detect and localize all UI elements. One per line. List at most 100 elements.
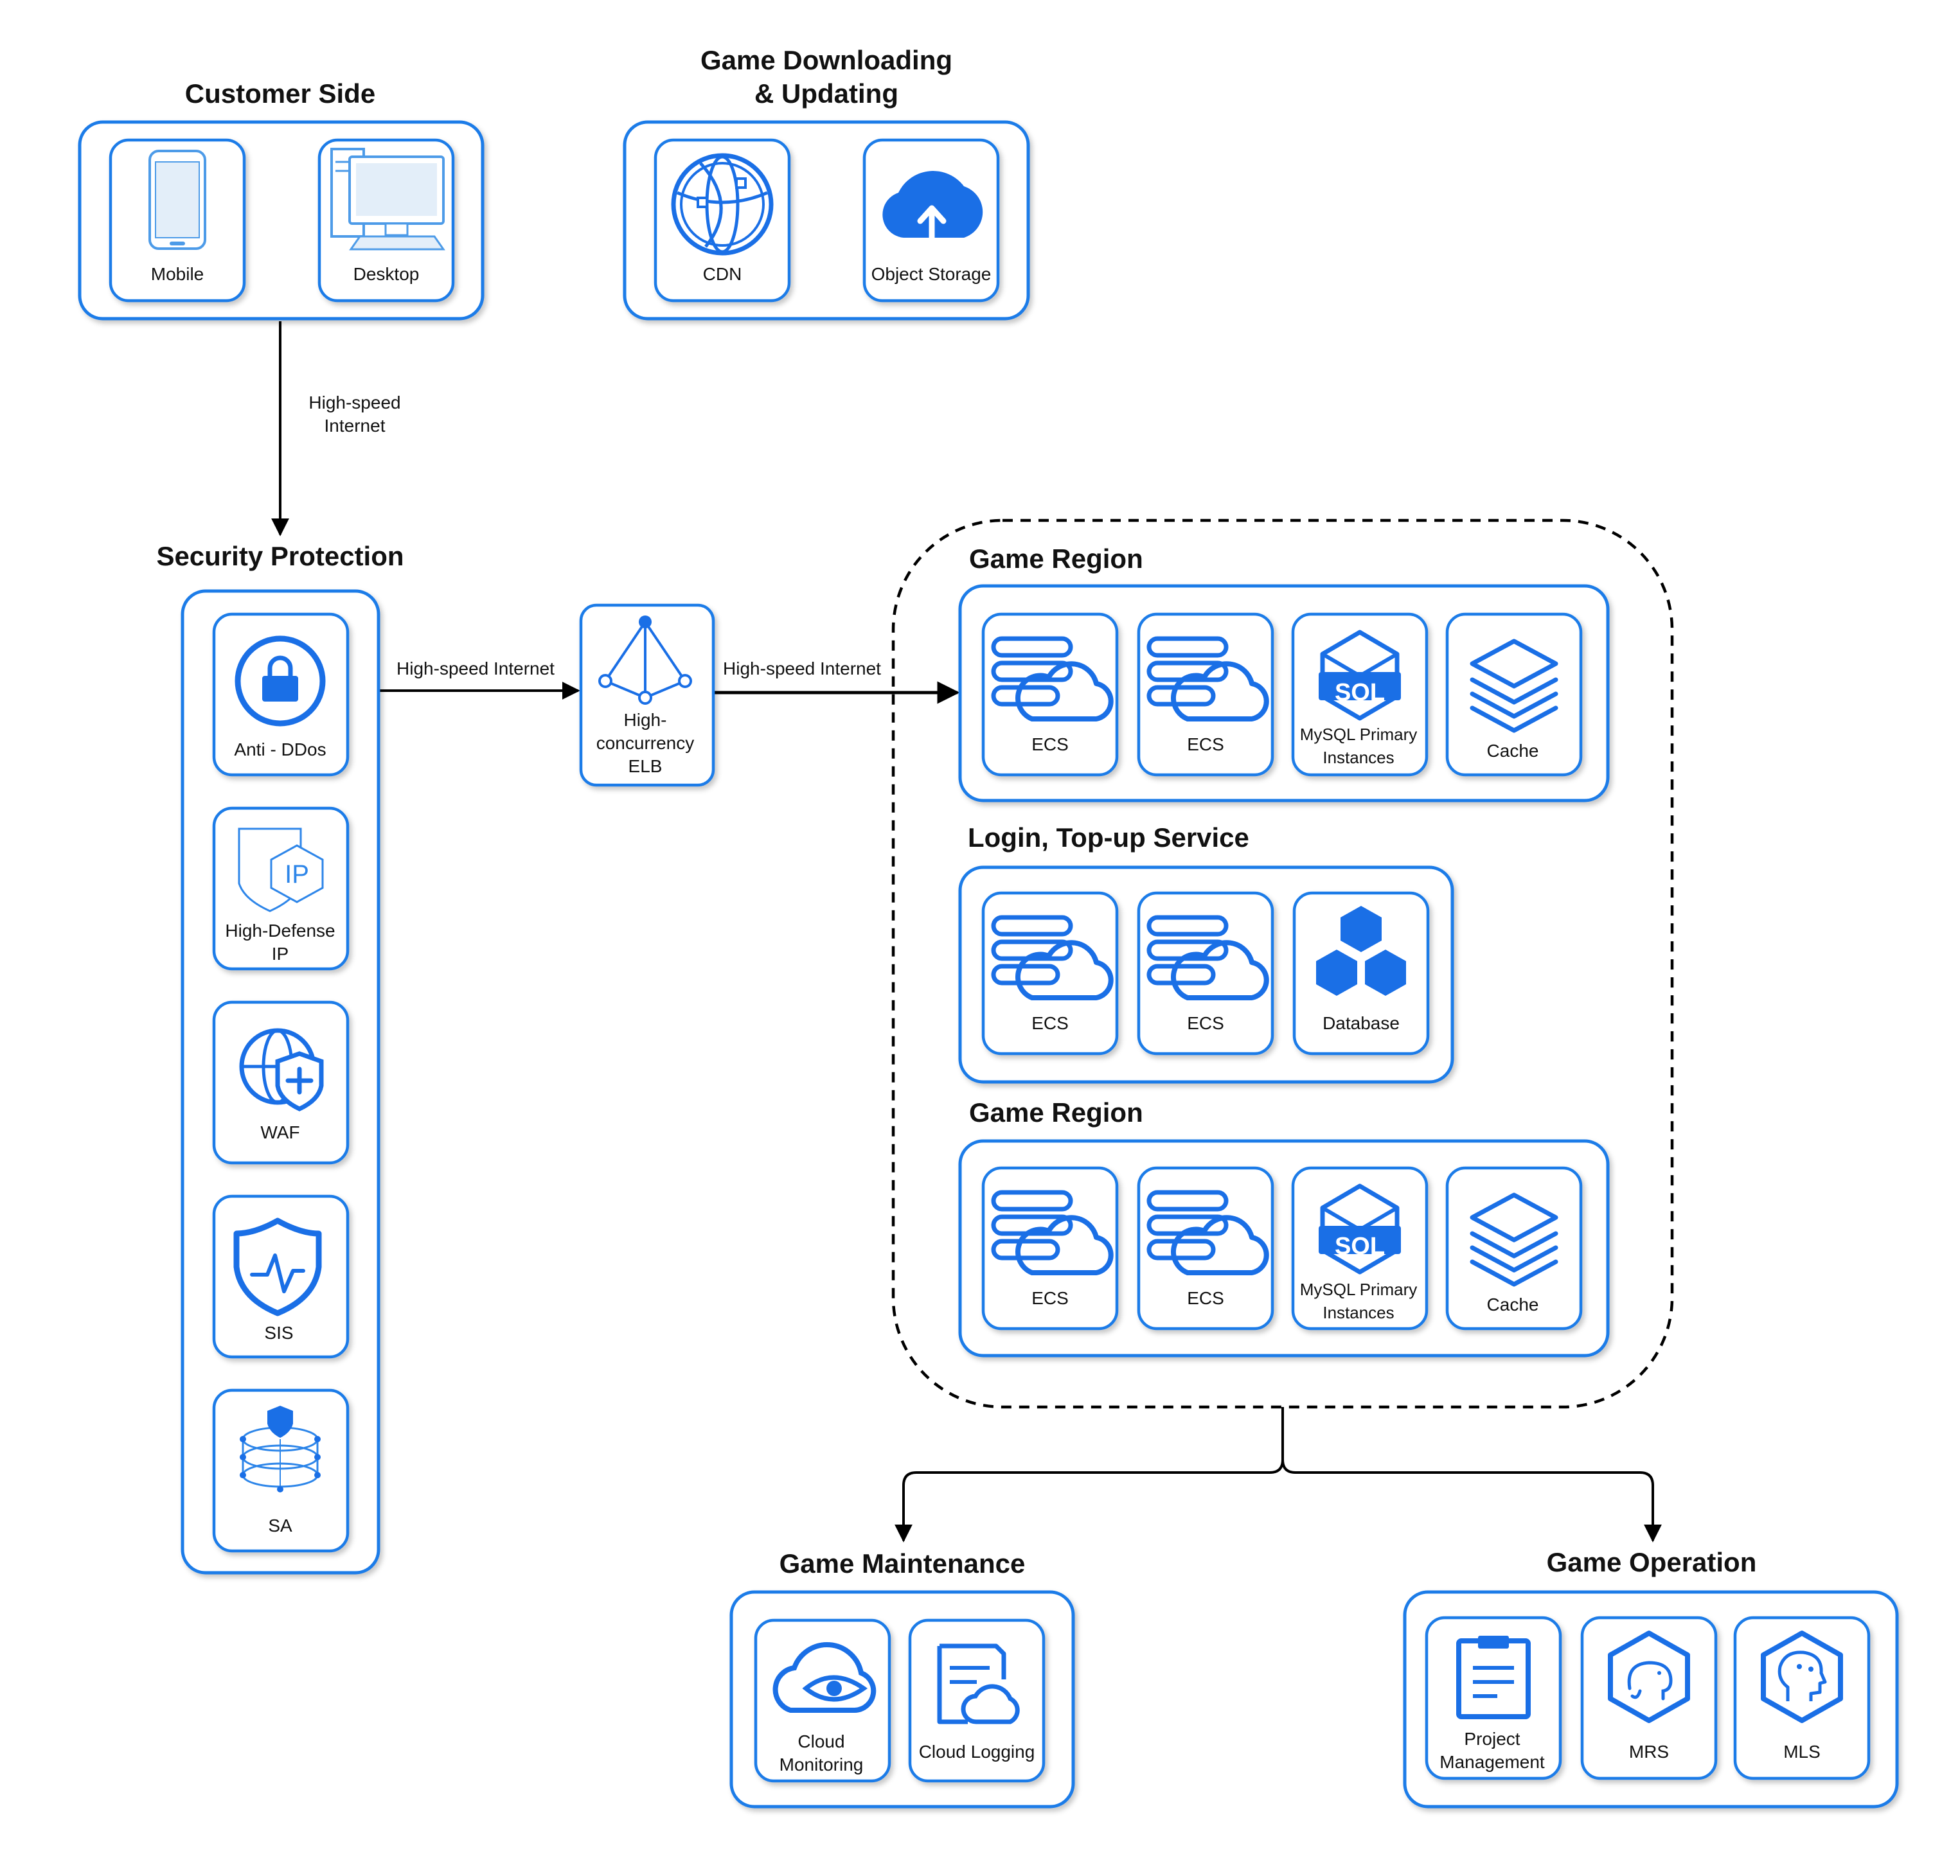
node-label-line1: MySQL Primary: [1300, 1280, 1418, 1299]
node-label-line2: Monitoring: [780, 1755, 864, 1774]
node-cloud-logging[interactable]: Cloud Logging: [908, 1618, 1046, 1783]
group-game-maintenance: Game Maintenance Cloud Monitoring Cloud …: [729, 1548, 1075, 1809]
globe-network-icon: [671, 153, 774, 256]
group-title: Game Operation: [1547, 1547, 1757, 1577]
node-mysql[interactable]: SQL MySQL Primary Instances: [1291, 612, 1429, 777]
node-ecs[interactable]: ECS: [981, 612, 1119, 777]
node-label: Cache: [1487, 1295, 1539, 1314]
node-label: MLS: [1783, 1742, 1821, 1762]
node-anti-ddos[interactable]: Anti - DDos: [212, 612, 350, 777]
group-title: Game Maintenance: [780, 1548, 1026, 1579]
node-label: Database: [1323, 1013, 1400, 1033]
node-label-line1: Project: [1464, 1729, 1520, 1749]
shield-ip-icon: IP: [238, 827, 324, 912]
node-ecs[interactable]: ECS: [1137, 1166, 1274, 1331]
group-title-line1: Game Downloading: [700, 45, 952, 75]
node-cloud-monitoring[interactable]: Cloud Monitoring: [754, 1618, 891, 1783]
node-ecs[interactable]: ECS: [1137, 891, 1274, 1056]
node-label-line2: Instances: [1323, 1303, 1394, 1322]
group-title: Game Region: [969, 1097, 1143, 1128]
ip-badge-text: IP: [285, 860, 309, 889]
cloud-eye-icon: [772, 1642, 877, 1713]
group-game-region-1: Game Region ECS ECS SQL MySQL Primary In…: [958, 544, 1610, 802]
node-mobile[interactable]: Mobile: [109, 138, 246, 303]
node-label-line1: High-: [624, 710, 667, 730]
node-cdn[interactable]: CDN: [654, 138, 791, 303]
edge-region-to-maintenance-operation: [895, 1407, 1662, 1543]
node-mrs[interactable]: MRS: [1580, 1616, 1718, 1780]
clipboard-icon: [1456, 1636, 1531, 1719]
node-label-line1: High-Defense: [225, 921, 335, 941]
node-label: ECS: [1031, 1013, 1069, 1033]
edge-label-line1: High-speed: [308, 393, 400, 412]
node-ecs[interactable]: ECS: [981, 891, 1119, 1056]
node-label: Object Storage: [871, 264, 992, 284]
log-cloud-icon: [937, 1643, 1020, 1724]
cloud-upload-icon: [882, 171, 983, 242]
node-label: ECS: [1187, 1013, 1224, 1033]
cloud-region-container: [891, 518, 1674, 1409]
node-label: SA: [268, 1516, 292, 1535]
group-title: Game Region: [969, 544, 1143, 574]
node-label: Desktop: [353, 264, 420, 284]
node-label: Mobile: [151, 264, 204, 284]
elephant-hex-icon: [1608, 1631, 1690, 1723]
database-shield-icon: [240, 1406, 321, 1492]
node-label: ECS: [1031, 734, 1069, 754]
node-label: WAF: [260, 1122, 299, 1142]
node-waf[interactable]: WAF: [212, 1000, 350, 1165]
hexagons-icon: [1316, 906, 1406, 996]
node-sis[interactable]: SIS: [212, 1194, 350, 1359]
mobile-icon: [148, 150, 206, 250]
head-hex-icon: [1761, 1631, 1843, 1723]
group-game-operation: Game Operation Project Management MRS: [1403, 1547, 1899, 1809]
node-object-storage[interactable]: Object Storage: [862, 138, 1000, 303]
node-desktop[interactable]: Desktop: [317, 138, 455, 303]
node-label: ECS: [1187, 734, 1224, 754]
node-label: Cache: [1487, 741, 1539, 761]
edge-label-line2: Internet: [325, 416, 386, 436]
group-game-region-2: Game Region ECS ECS SQL MySQL Primary In…: [958, 1097, 1610, 1358]
edge-customer-to-security: High-speed Internet: [271, 321, 401, 536]
node-cache[interactable]: Cache: [1445, 1166, 1583, 1331]
node-project-management[interactable]: Project Management: [1425, 1616, 1562, 1780]
node-database[interactable]: Database: [1292, 891, 1430, 1056]
edge-label: High-speed Internet: [396, 659, 555, 678]
globe-shield-icon: [239, 1028, 324, 1111]
edge-elb-to-region: High-speed Internet: [713, 659, 960, 704]
sql-badge: SQL: [1335, 1233, 1385, 1260]
group-login-topup: Login, Top-up Service ECS ECS Database: [958, 822, 1454, 1084]
node-label: Cloud Logging: [919, 1742, 1035, 1762]
group-title: Security Protection: [156, 541, 404, 571]
desktop-icon: [330, 148, 445, 251]
shield-pulse-icon: [233, 1217, 322, 1316]
node-label: ECS: [1031, 1288, 1069, 1308]
node-cache[interactable]: Cache: [1445, 612, 1583, 777]
node-ecs[interactable]: ECS: [981, 1166, 1119, 1331]
node-label-line1: MySQL Primary: [1300, 725, 1418, 744]
node-high-defense-ip[interactable]: IP High-Defense IP: [212, 806, 350, 971]
node-sa[interactable]: SA: [212, 1388, 350, 1553]
group-game-downloading: Game Downloading & Updating CDN Object S…: [623, 45, 1030, 321]
node-label-line2: Instances: [1323, 748, 1394, 767]
node-label: ECS: [1187, 1288, 1224, 1308]
node-mysql[interactable]: SQL MySQL Primary Instances: [1291, 1166, 1429, 1331]
edge-security-to-elb: High-speed Internet: [378, 659, 580, 700]
node-ecs[interactable]: ECS: [1137, 612, 1274, 777]
node-label-line2: Management: [1439, 1752, 1545, 1772]
sql-badge: SQL: [1335, 679, 1385, 706]
node-mls[interactable]: MLS: [1733, 1616, 1871, 1780]
group-security-protection: Security Protection Anti - DDos IP High-…: [156, 541, 404, 1575]
node-elb[interactable]: High- concurrency ELB: [579, 603, 715, 787]
node-label-line3: ELB: [628, 756, 663, 776]
node-label-line2: concurrency: [596, 733, 695, 753]
node-label-line2: IP: [272, 944, 289, 964]
group-customer-side: Customer Side Mobile Desktop: [78, 78, 485, 321]
group-title: Login, Top-up Service: [968, 822, 1249, 853]
group-title-line2: & Updating: [754, 78, 898, 109]
load-balancer-icon: [598, 615, 692, 705]
edge-label: High-speed Internet: [723, 659, 881, 678]
node-label: Anti - DDos: [234, 739, 326, 759]
node-label-line1: Cloud: [797, 1731, 844, 1751]
lock-icon: [235, 635, 326, 727]
